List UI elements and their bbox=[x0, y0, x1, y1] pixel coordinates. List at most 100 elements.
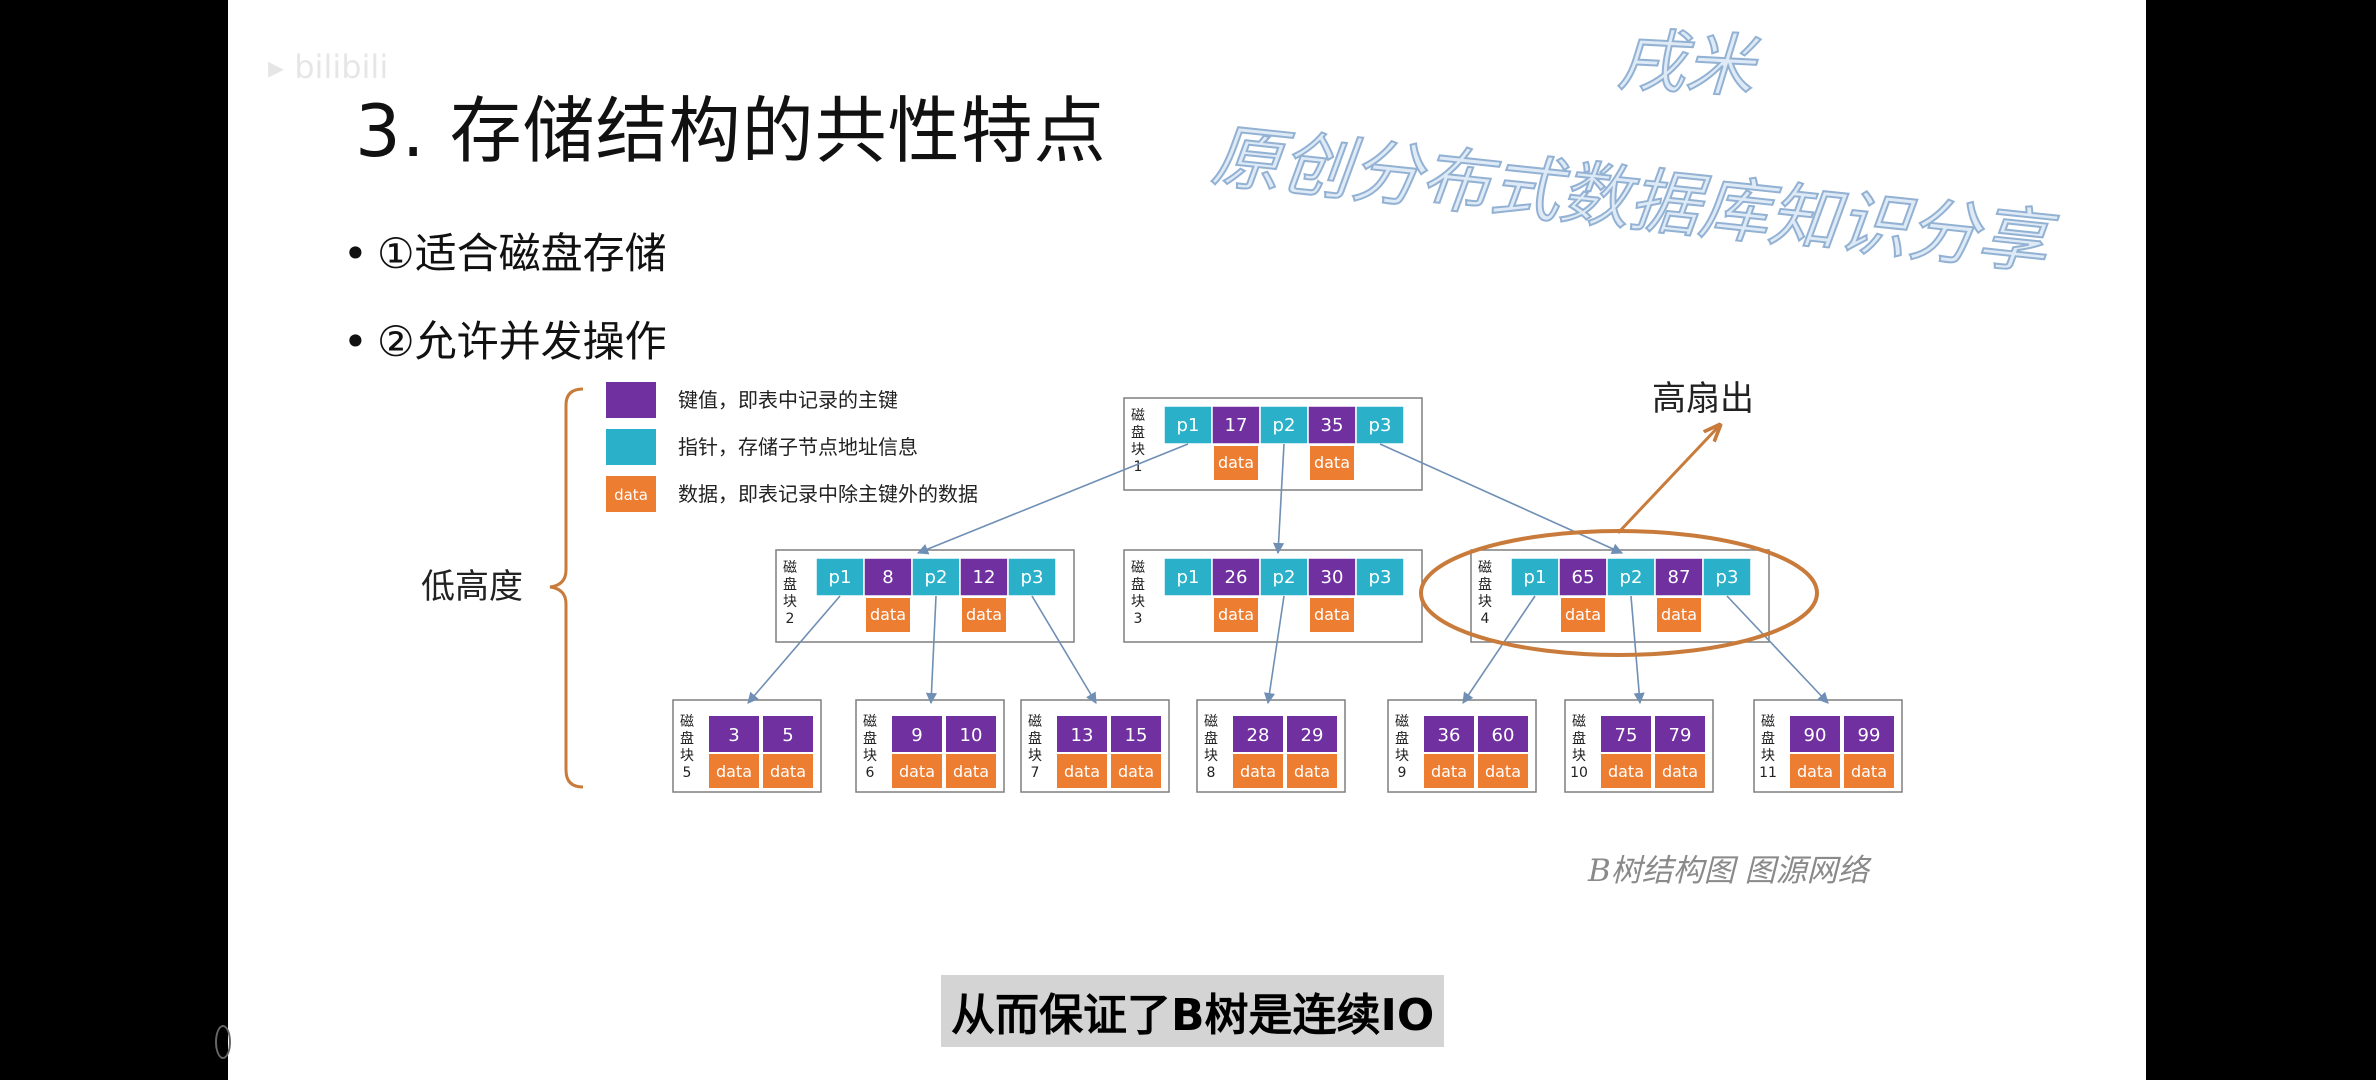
leaf-11-id: 11 bbox=[1759, 765, 1777, 781]
slide-title: 3. 存储结构的共性特点 bbox=[355, 89, 1107, 173]
leaf-11-key-label: 99 bbox=[1858, 725, 1881, 746]
node-4-data bbox=[1657, 598, 1701, 632]
node-3-pointer-label: p3 bbox=[1369, 567, 1392, 588]
legend-label-3: 数据，即表记录中除主键外的数据 bbox=[678, 482, 978, 506]
edge-n2-p3 bbox=[1031, 595, 1097, 704]
leaf-8-label-char: 磁 bbox=[1204, 714, 1218, 730]
leaf-11-data bbox=[1844, 754, 1894, 788]
leaf-6-label-char: 磁 bbox=[863, 714, 877, 730]
node-4-key-label: 87 bbox=[1668, 567, 1691, 588]
leaf-7-label-char: 块 bbox=[1028, 748, 1042, 764]
node-3-key bbox=[1211, 557, 1261, 597]
node-2-label-char: 块 bbox=[783, 594, 797, 610]
edge-n4-p1 bbox=[1462, 595, 1536, 704]
node-2-label-char: 磁 bbox=[783, 560, 797, 576]
node-3-data bbox=[1214, 598, 1258, 632]
node-4-key-label: 65 bbox=[1572, 567, 1595, 588]
edge-root-p1 bbox=[916, 443, 1189, 555]
leaf-6-label-char: 盘 bbox=[863, 730, 877, 747]
leaf-7-data-label: data bbox=[1064, 762, 1100, 781]
leaf-7-data bbox=[1057, 754, 1107, 788]
edge-n2-p2 bbox=[925, 595, 938, 705]
leaf-11-data bbox=[1790, 754, 1840, 788]
leaf-5-data-label: data bbox=[716, 762, 752, 781]
leaf-8-label-char: 盘 bbox=[1204, 730, 1218, 747]
root-node-data-label: data bbox=[1314, 453, 1350, 472]
leaf-6-key bbox=[892, 716, 942, 752]
root-node-pointer bbox=[1355, 405, 1405, 445]
leaf-8-key bbox=[1287, 716, 1337, 752]
root-node-data-label: data bbox=[1218, 453, 1254, 472]
legend-swatch-text: data bbox=[614, 486, 648, 504]
root-node-pointer-label: p3 bbox=[1369, 415, 1392, 436]
leaf-5-data-label: data bbox=[770, 762, 806, 781]
node-3-pointer-label: p1 bbox=[1177, 567, 1200, 588]
node-3-pointer-label: p2 bbox=[1273, 567, 1296, 588]
node-4-data-label: data bbox=[1661, 605, 1697, 624]
leaf-5-key-label: 5 bbox=[782, 725, 793, 746]
node-4-label-char: 盘 bbox=[1478, 576, 1492, 593]
leaf-11-key bbox=[1844, 716, 1894, 752]
video-subtitle: 从而保证了B树是连续IO bbox=[941, 975, 1445, 1047]
node-2-data bbox=[962, 598, 1006, 632]
leaf-5-data bbox=[763, 754, 813, 788]
leaf-9-label-char: 盘 bbox=[1395, 730, 1409, 747]
leaf-5-key bbox=[709, 716, 759, 752]
leaf-5-key bbox=[763, 716, 813, 752]
node-3-pointer bbox=[1163, 557, 1213, 597]
node-2-pointer-label: p2 bbox=[925, 567, 948, 588]
node-3-id: 3 bbox=[1134, 611, 1143, 627]
leaf-10-data bbox=[1601, 754, 1651, 788]
leaf-8-data-label: data bbox=[1240, 762, 1276, 781]
node-2-key-label: 8 bbox=[882, 567, 893, 588]
leaf-9-key bbox=[1424, 716, 1474, 752]
root-node-id: 1 bbox=[1134, 459, 1143, 475]
node-4-pointer-label: p1 bbox=[1524, 567, 1547, 588]
leaf-10-data-label: data bbox=[1662, 762, 1698, 781]
leaf-5-id: 5 bbox=[683, 765, 692, 781]
node-4-data-label: data bbox=[1565, 605, 1601, 624]
edge-n3-p2 bbox=[1263, 595, 1285, 705]
leaf-5-label-char: 块 bbox=[680, 748, 694, 764]
leaf-8-label-char: 块 bbox=[1204, 748, 1218, 764]
leaf-7-label-char: 磁 bbox=[1028, 714, 1042, 730]
leaf-7-id: 7 bbox=[1031, 765, 1040, 781]
leaf-10-data-label: data bbox=[1608, 762, 1644, 781]
root-node-label-char: 盘 bbox=[1131, 424, 1145, 441]
root-node-pointer bbox=[1259, 405, 1309, 445]
leaf-6-data bbox=[946, 754, 996, 788]
leaf-6-data-label: data bbox=[953, 762, 989, 781]
node-2-data-label: data bbox=[966, 605, 1002, 624]
leaf-10-key-label: 79 bbox=[1669, 725, 1692, 746]
leaf-8-data bbox=[1287, 754, 1337, 788]
node-2-pointer bbox=[1007, 557, 1057, 597]
leaf-10-key bbox=[1655, 716, 1705, 752]
leaf-7-data bbox=[1111, 754, 1161, 788]
leaf-11-label-char: 磁 bbox=[1761, 714, 1775, 730]
root-node-key-label: 35 bbox=[1321, 415, 1344, 436]
leaf-11-label-char: 盘 bbox=[1761, 730, 1775, 747]
video-logo: ▸ bilibili bbox=[268, 48, 389, 86]
leaf-11-data-label: data bbox=[1797, 762, 1833, 781]
root-node-pointer-label: p1 bbox=[1177, 415, 1200, 436]
leaf-11-key bbox=[1790, 716, 1840, 752]
bullet-dot-icon: • bbox=[343, 317, 368, 366]
node-4-pointer-label: p3 bbox=[1716, 567, 1739, 588]
leaf-6-key-label: 9 bbox=[911, 725, 922, 746]
node-4-label-char: 块 bbox=[1478, 594, 1492, 610]
leaf-6-label-char: 块 bbox=[863, 748, 877, 764]
high-fanout-label: 高扇出 bbox=[1652, 379, 1754, 419]
leaf-11-data-label: data bbox=[1851, 762, 1887, 781]
node-3-label-char: 磁 bbox=[1131, 560, 1145, 576]
leaf-10-label-char: 块 bbox=[1572, 748, 1586, 764]
leaf-7-label-char: 盘 bbox=[1028, 730, 1042, 747]
leaf-8-key-label: 29 bbox=[1301, 725, 1324, 746]
low-height-label: 低高度 bbox=[421, 567, 523, 607]
leaf-7-key bbox=[1111, 716, 1161, 752]
node-2-key-label: 12 bbox=[973, 567, 996, 588]
node-2-data bbox=[866, 598, 910, 632]
leaf-8-key-label: 28 bbox=[1247, 725, 1270, 746]
edge-n2-p1 bbox=[747, 595, 841, 704]
node-3-label-char: 块 bbox=[1131, 594, 1145, 610]
